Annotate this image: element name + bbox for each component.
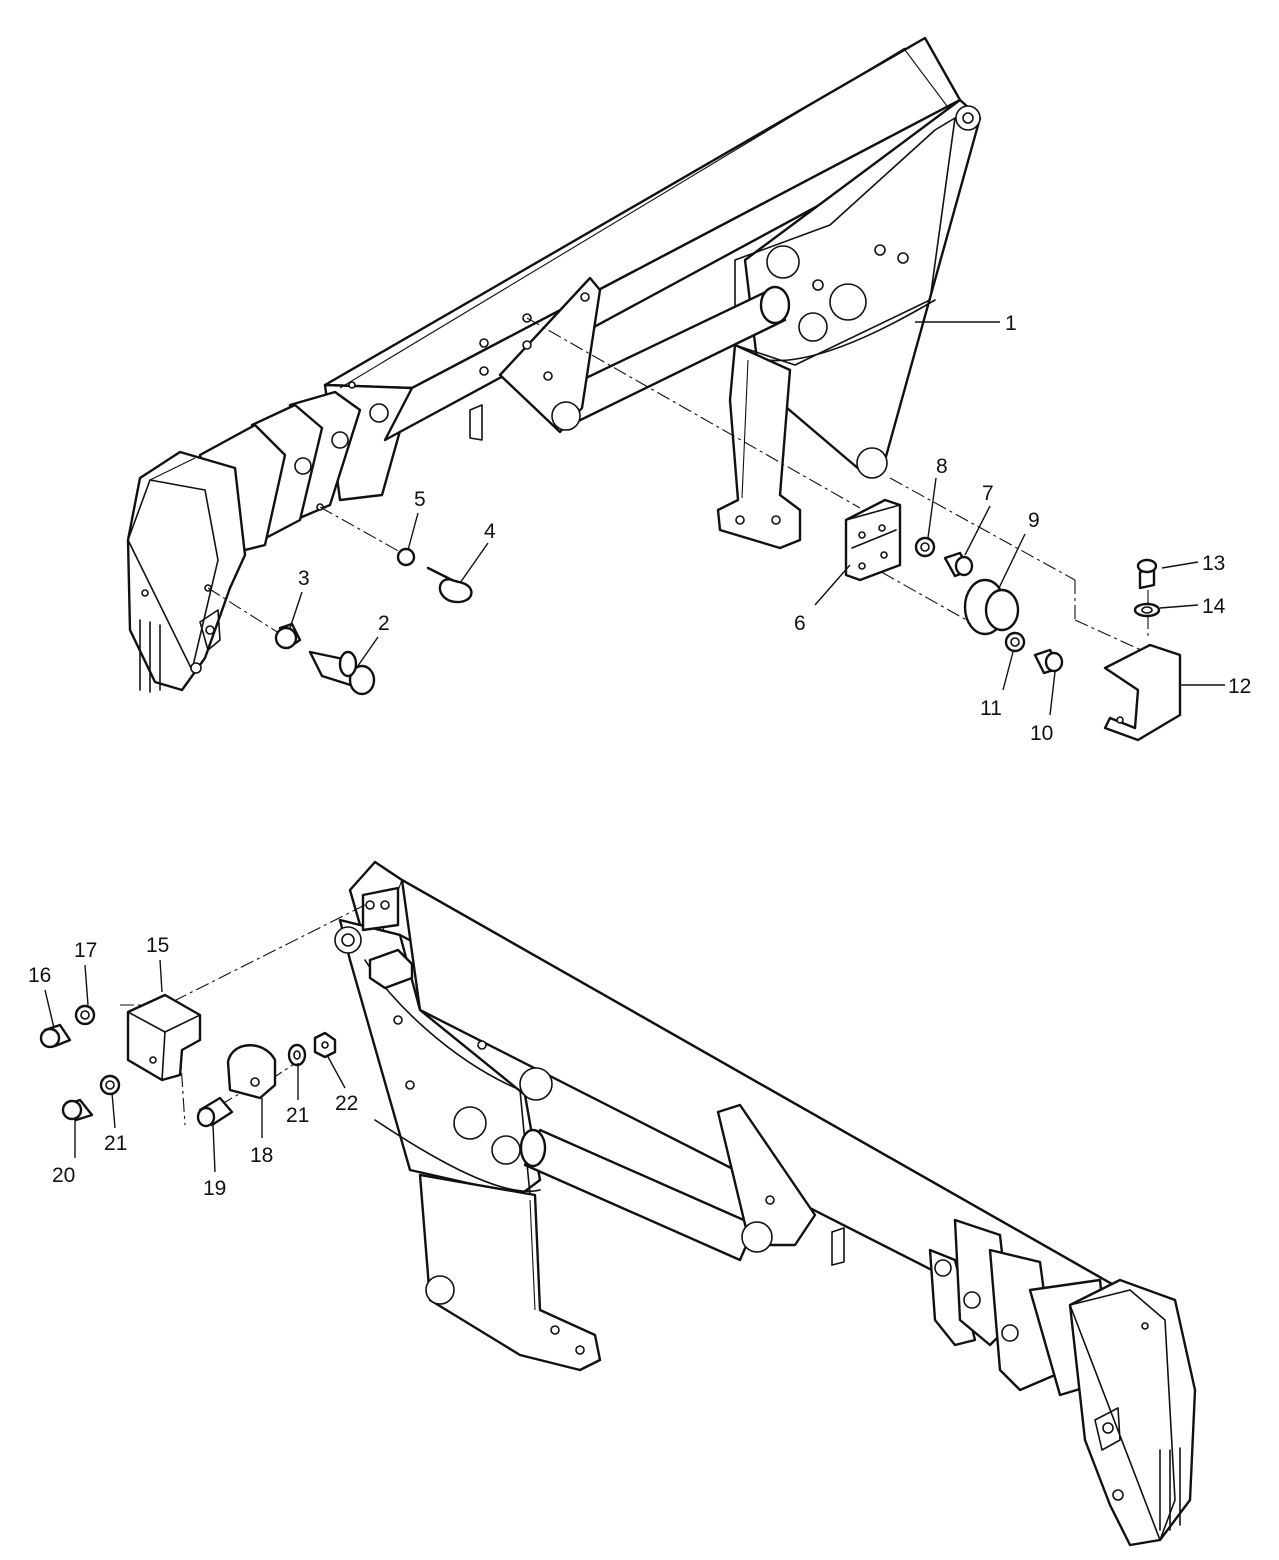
callout-21-left: 21 (104, 1132, 127, 1155)
callout-8: 8 (936, 455, 948, 478)
callout-1: 1 (1005, 312, 1017, 335)
callout-11: 11 (980, 697, 1002, 720)
callout-22: 22 (335, 1092, 358, 1115)
bracket-12 (1103, 643, 1182, 742)
callout-4: 4 (484, 520, 496, 543)
top-exploded-parts (207, 317, 1182, 742)
block-top-square (368, 948, 414, 990)
callout-12: 12 (1228, 675, 1251, 698)
callout-18: 18 (250, 1144, 273, 1167)
bottom-exploded-parts (39, 904, 366, 1128)
block-18 (226, 1044, 277, 1100)
callout-13: 13 (1202, 552, 1225, 575)
callout-9: 9 (1028, 509, 1040, 532)
spacer-5 (396, 547, 416, 567)
callout-14: 14 (1202, 595, 1226, 618)
callout-6: 6 (794, 612, 806, 635)
callout-5: 5 (414, 488, 426, 511)
callout-labels: 1 2 3 4 5 6 7 8 9 10 11 12 13 14 15 16 1… (28, 312, 1251, 1200)
callout-19: 19 (203, 1177, 226, 1200)
top-boom-assembly (126, 36, 982, 693)
callout-3: 3 (298, 567, 310, 590)
bottom-boom-assembly (334, 860, 1197, 1547)
callout-2: 2 (378, 612, 390, 635)
eye-bolt-4 (426, 566, 473, 604)
callout-7: 7 (982, 482, 994, 505)
callout-16: 16 (28, 964, 51, 987)
callout-17: 17 (74, 939, 97, 962)
callout-20: 20 (52, 1164, 75, 1187)
leader-lines (44, 321, 1225, 1173)
callout-15: 15 (146, 934, 169, 957)
callout-21-right: 21 (286, 1104, 309, 1127)
callout-10: 10 (1030, 722, 1053, 745)
